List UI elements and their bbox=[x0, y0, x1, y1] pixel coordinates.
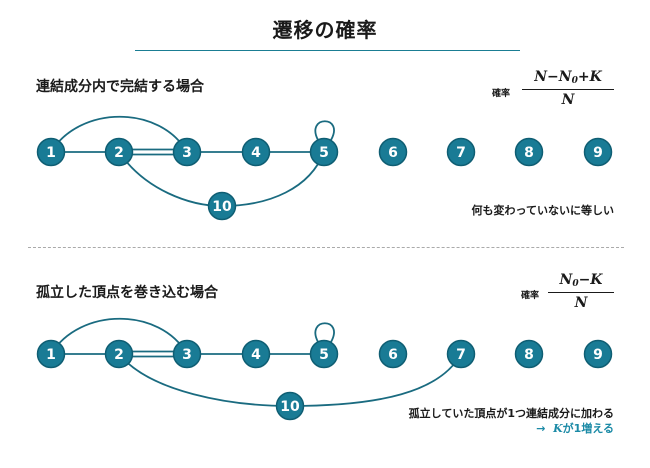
section1-graph: 1 2 3 4 5 6 7 8 9 10 bbox=[36, 115, 613, 221]
node-label: 10 bbox=[280, 399, 300, 415]
node-8: 8 bbox=[514, 137, 544, 167]
node-label: 4 bbox=[251, 145, 261, 161]
edge-5-loop bbox=[314, 120, 335, 141]
node-circle bbox=[172, 137, 202, 167]
section1-numerator: N−N0+K bbox=[522, 69, 614, 90]
node-circle bbox=[309, 137, 339, 167]
node-10: 10 bbox=[275, 391, 305, 421]
section2-note-consequence: → Kが1増える bbox=[536, 422, 614, 435]
section2-numerator: N0−K bbox=[548, 272, 614, 293]
node-circle bbox=[514, 339, 544, 369]
node-8: 8 bbox=[514, 339, 544, 369]
node-label: 7 bbox=[456, 347, 466, 363]
node-circle bbox=[275, 391, 305, 421]
node-circle bbox=[104, 137, 134, 167]
node-3: 3 bbox=[172, 137, 202, 167]
node-circle bbox=[378, 339, 408, 369]
node-circle bbox=[446, 339, 476, 369]
node-5: 5 bbox=[309, 137, 339, 167]
section2-prob-label: 確率 bbox=[521, 291, 540, 301]
section1-denominator: N bbox=[561, 92, 575, 108]
section2-probability-fraction: N0−K N bbox=[548, 272, 614, 311]
section2-heading: 孤立した頂点を巻き込む場合 bbox=[36, 285, 218, 301]
node-circle bbox=[378, 137, 408, 167]
node-circle bbox=[104, 339, 134, 369]
node-label: 5 bbox=[319, 347, 329, 363]
node-label: 8 bbox=[524, 145, 534, 161]
node-label: 5 bbox=[319, 145, 329, 161]
node-circle bbox=[446, 137, 476, 167]
node-1: 1 bbox=[36, 137, 66, 167]
node-label: 4 bbox=[251, 347, 261, 363]
edge-10-5 bbox=[221, 151, 325, 207]
node-circle bbox=[36, 137, 66, 167]
edge-2-10 bbox=[118, 353, 291, 407]
node-label: 1 bbox=[46, 145, 56, 161]
node-label: 3 bbox=[182, 347, 192, 363]
section1-prob-label: 確率 bbox=[492, 89, 511, 99]
section2-graph: 1 2 3 4 5 6 7 8 9 10 bbox=[36, 317, 613, 421]
node-label: 1 bbox=[46, 347, 56, 363]
section2-note: 孤立していた頂点が1つ連結成分に加わる bbox=[408, 407, 614, 420]
section1-probability-fraction: N−N0+K N bbox=[522, 69, 614, 108]
node-circle bbox=[583, 339, 613, 369]
node-label: 3 bbox=[182, 145, 192, 161]
title-underline bbox=[135, 50, 520, 51]
node-label: 2 bbox=[114, 145, 124, 161]
arrow-right-icon: → bbox=[536, 422, 546, 435]
section1-heading: 連結成分内で完結する場合 bbox=[36, 79, 204, 95]
edge-1-3-arc bbox=[50, 115, 188, 153]
node-6: 6 bbox=[378, 339, 408, 369]
node-2: 2 bbox=[104, 339, 134, 369]
node-circle bbox=[309, 339, 339, 369]
edge-1-3-arc bbox=[50, 317, 188, 355]
node-label: 10 bbox=[212, 199, 232, 215]
node-7: 7 bbox=[446, 137, 476, 167]
node-circle bbox=[172, 339, 202, 369]
node-6: 6 bbox=[378, 137, 408, 167]
node-9: 9 bbox=[583, 339, 613, 369]
node-10: 10 bbox=[207, 191, 237, 221]
node-4: 4 bbox=[241, 137, 271, 167]
node-label: 9 bbox=[593, 347, 603, 363]
node-3: 3 bbox=[172, 339, 202, 369]
node-4: 4 bbox=[241, 339, 271, 369]
node-9: 9 bbox=[583, 137, 613, 167]
node-circle bbox=[207, 191, 237, 221]
node-2: 2 bbox=[104, 137, 134, 167]
node-7: 7 bbox=[446, 339, 476, 369]
node-circle bbox=[241, 137, 271, 167]
node-label: 2 bbox=[114, 347, 124, 363]
edge-10-7 bbox=[289, 353, 462, 407]
node-circle bbox=[514, 137, 544, 167]
page-title: 遷移の確率 bbox=[272, 18, 378, 42]
node-5: 5 bbox=[309, 339, 339, 369]
section1-note: 何も変わっていないに等しい bbox=[471, 204, 614, 217]
edge-2-10 bbox=[118, 151, 223, 207]
node-label: 9 bbox=[593, 145, 603, 161]
node-circle bbox=[241, 339, 271, 369]
edge-5-loop bbox=[314, 322, 335, 343]
node-label: 7 bbox=[456, 145, 466, 161]
node-circle bbox=[583, 137, 613, 167]
node-circle bbox=[36, 339, 66, 369]
section2-denominator: N bbox=[574, 295, 588, 311]
node-label: 8 bbox=[524, 347, 534, 363]
node-label: 6 bbox=[388, 145, 398, 161]
section-divider bbox=[28, 247, 624, 248]
node-1: 1 bbox=[36, 339, 66, 369]
node-label: 6 bbox=[388, 347, 398, 363]
